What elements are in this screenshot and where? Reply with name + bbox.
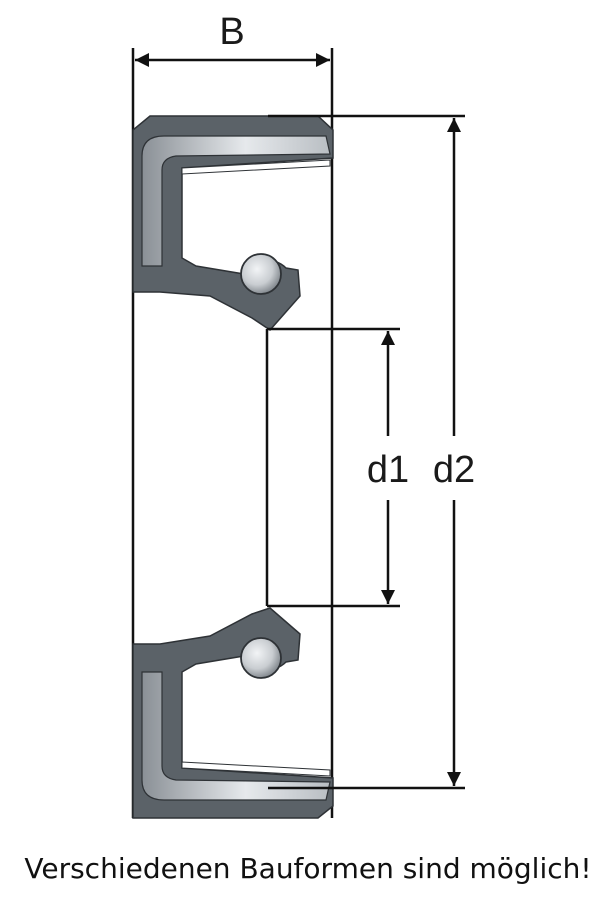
width-dimension-label: B — [219, 11, 244, 53]
seal-gap-bottom — [181, 761, 331, 777]
caption-text: Verschiedenen Bauformen sind möglich! — [24, 852, 592, 885]
metal-insert-top — [141, 135, 331, 267]
garter-spring-top — [240, 253, 282, 295]
seal-gap-top — [181, 159, 331, 175]
seal-section-top — [132, 115, 334, 331]
d1-dimension-label: d1 — [367, 449, 409, 491]
garter-spring-bottom — [240, 637, 282, 679]
d2-dimension-label: d2 — [433, 449, 475, 491]
seal-section-bottom — [132, 607, 334, 819]
